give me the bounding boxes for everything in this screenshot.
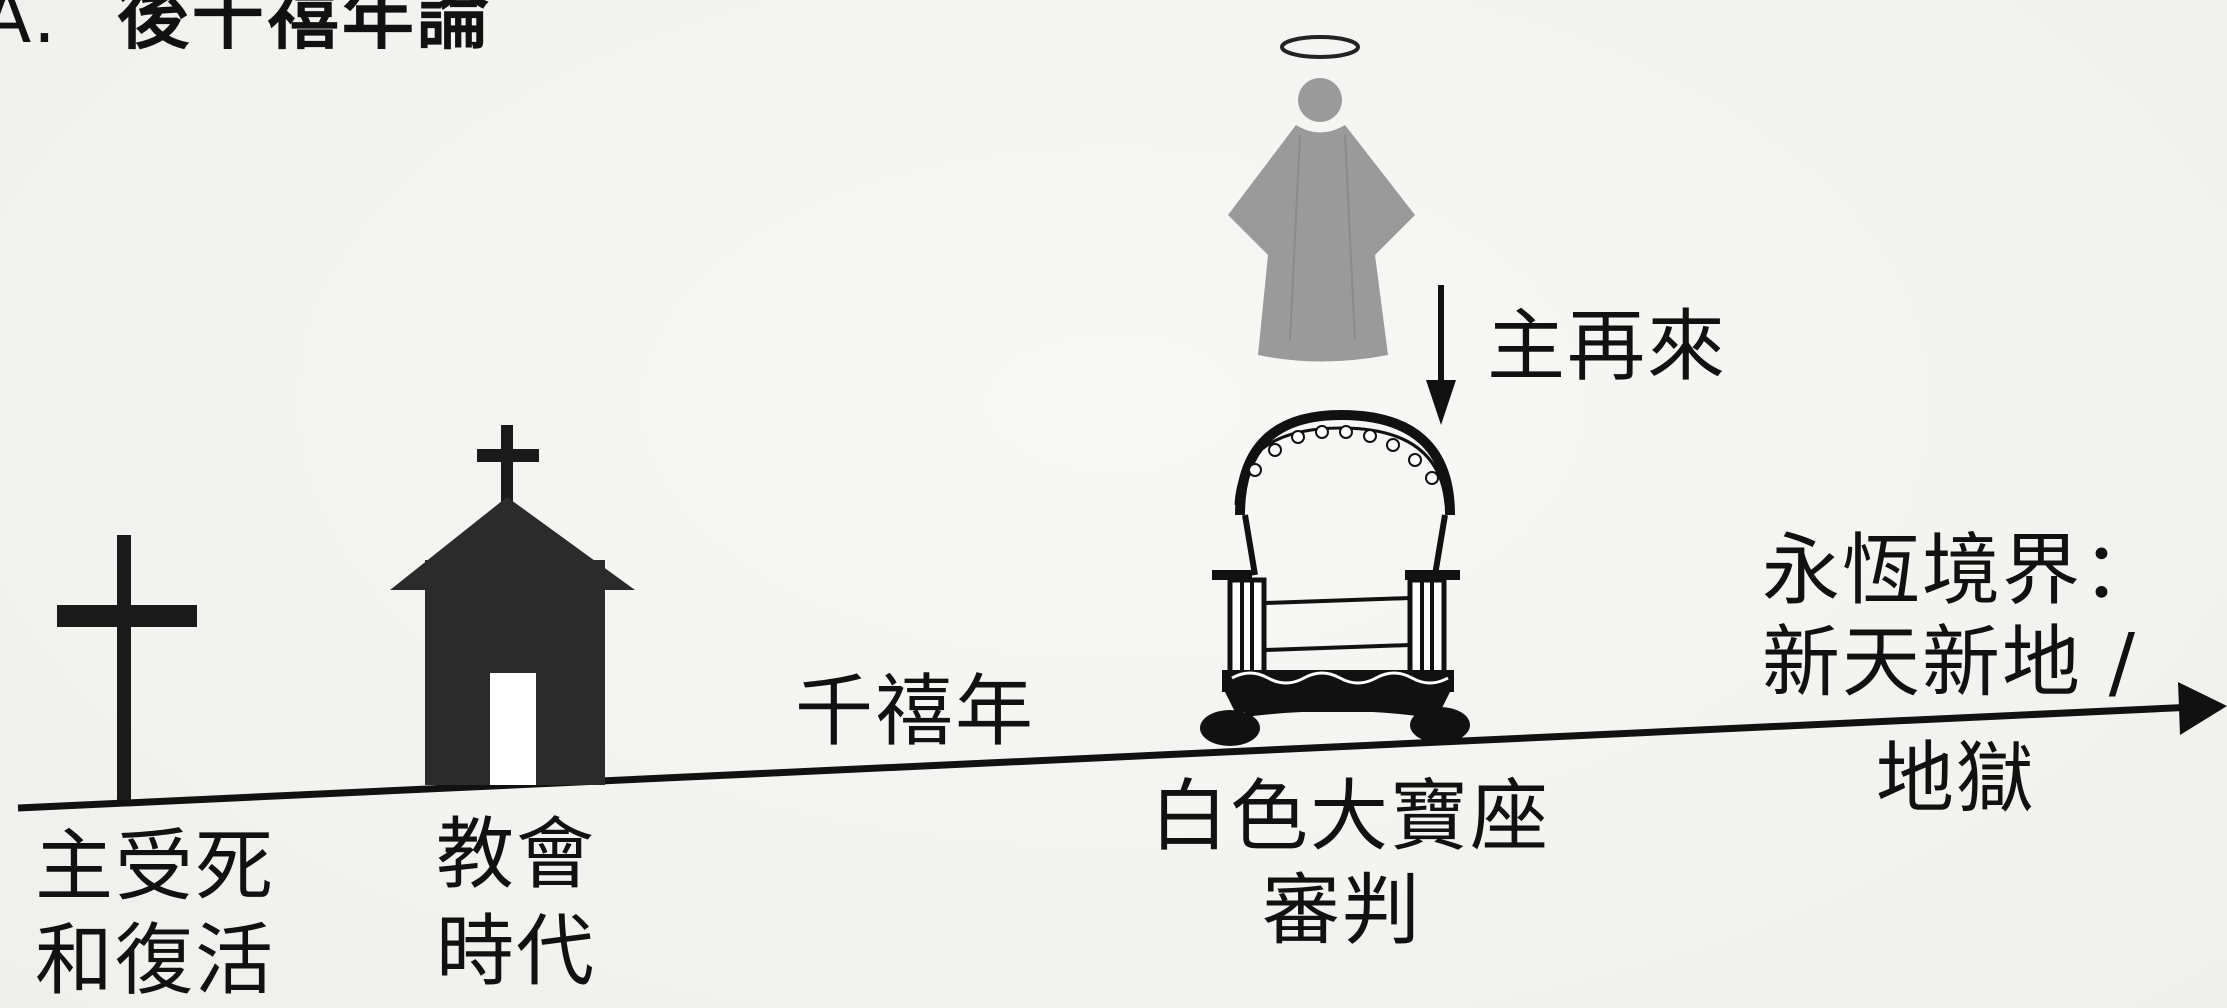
label-white-throne-1: 白色大寶座 — [1150, 772, 1551, 862]
label-church-age-1: 教會 — [436, 810, 597, 900]
label-church-age-2: 時代 — [436, 907, 597, 997]
angel-icon — [1228, 35, 1415, 362]
title-marker: A. — [0, 0, 59, 59]
label-eternal-3: 地獄 — [1876, 734, 2037, 824]
label-second-coming: 主再來 — [1487, 302, 1728, 392]
timeline-arrow — [17, 682, 2227, 812]
label-death-resurrection-1: 主受死 — [35, 822, 276, 912]
label-millennium: 千禧年 — [795, 667, 1036, 757]
label-eternal-2: 新天新地 / — [1762, 618, 2138, 708]
diagram-title: A. 後千禧年論 — [0, 0, 492, 63]
church-icon — [390, 425, 635, 785]
title-text: 後千禧年論 — [116, 0, 492, 59]
label-white-throne-2: 審判 — [1262, 866, 1423, 956]
label-eternal-1: 永恆境界： — [1762, 526, 2163, 616]
label-death-resurrection-2: 和復活 — [35, 916, 276, 1006]
down-arrow-icon — [1426, 285, 1456, 425]
cross-icon — [57, 535, 197, 800]
throne-icon — [1200, 409, 1470, 746]
